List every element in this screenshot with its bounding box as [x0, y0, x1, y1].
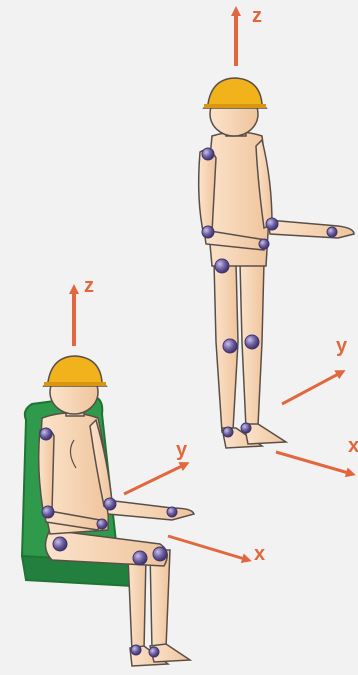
standing-x-axis-arrow: [276, 452, 352, 474]
standing-knee-joint-left: [223, 339, 237, 353]
seated-z-axis-label: z: [84, 275, 94, 297]
standing-y-axis-label: y: [336, 335, 348, 357]
seated-hip-joint: [53, 537, 67, 551]
standing-x-axis-label: x: [348, 435, 358, 457]
standing-right-forearm: [268, 220, 354, 238]
standing-figure: z y x: [199, 5, 358, 474]
standing-shoulder-joint: [202, 148, 214, 160]
standing-helmet-brim: [204, 104, 266, 108]
seated-left-shin: [128, 556, 146, 652]
seated-knee-joint-right: [153, 547, 167, 561]
standing-elbow-joint: [202, 226, 214, 238]
standing-ankle-joint-right: [241, 423, 251, 433]
seated-y-axis-label: y: [176, 439, 188, 461]
standing-hip-joint: [215, 259, 229, 273]
seated-y-axis-arrow: [124, 464, 186, 494]
standing-helmet: [204, 78, 266, 108]
seated-right-forearm: [106, 500, 194, 520]
seated-x-axis-label: x: [254, 543, 265, 565]
seated-shoulder-joint: [40, 428, 52, 440]
seated-elbow-joint-right: [104, 498, 116, 510]
standing-elbow-joint-right: [266, 218, 278, 230]
seated-ankle-joint-right: [149, 647, 159, 657]
standing-ankle-joint-left: [223, 427, 233, 437]
seated-x-axis-arrow: [168, 536, 248, 560]
seated-ankle-joint-left: [131, 645, 141, 655]
seated-helmet: [44, 356, 106, 386]
standing-z-axis-label: z: [252, 5, 262, 27]
seated-wrist-joint: [97, 519, 107, 529]
standing-wrist-joint: [259, 239, 269, 249]
seated-knee-joint-left: [133, 551, 147, 565]
seated-wrist-joint-right: [167, 507, 177, 517]
seated-elbow-joint: [42, 506, 54, 518]
seated-helmet-brim: [44, 382, 106, 386]
standing-knee-joint-right: [245, 335, 259, 349]
standing-wrist-joint-right: [327, 227, 337, 237]
standing-y-axis-arrow: [282, 372, 342, 404]
